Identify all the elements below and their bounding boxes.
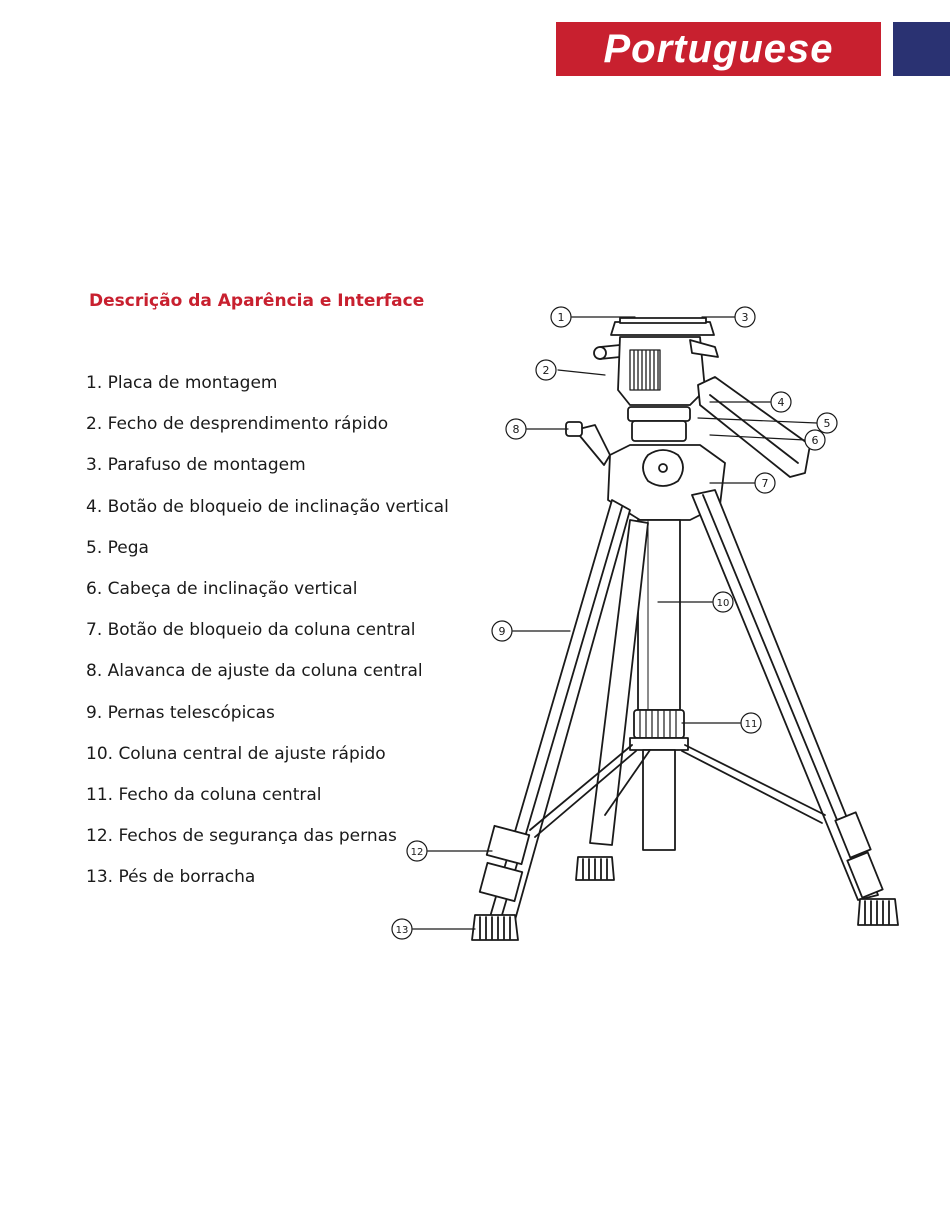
callout-label: 11 [745, 719, 758, 730]
part-item: 10. Coluna central de ajuste rápido [86, 743, 386, 764]
tripod-diagram: 1 2 3 4 5 6 7 8 [391, 306, 899, 941]
callout-1: 1 [550, 306, 572, 328]
callout-label: 3 [742, 311, 749, 324]
part-item: 7. Botão de bloqueio da coluna central [86, 620, 416, 641]
callout-label: 4 [778, 396, 785, 409]
section-title: Descrição da Aparência e Interface [89, 291, 425, 311]
part-item: 6. Cabeça de inclinação vertical [86, 578, 358, 599]
parts-list: 1. Placa de montagem 2. Fecho de despren… [86, 371, 449, 906]
part-item: 3. Parafuso de montagem [86, 455, 306, 476]
part-item: 9. Pernas telescópicas [86, 702, 275, 723]
callout-label: 6 [812, 434, 819, 447]
part-item: 11. Fecho da coluna central [86, 784, 322, 805]
callout-9: 9 [491, 620, 513, 642]
callout-12: 12 [406, 840, 428, 862]
callout-8: 8 [505, 418, 527, 440]
language-badge: Portuguese [556, 22, 881, 76]
callout-label: 2 [543, 364, 550, 377]
callout-label: 1 [558, 311, 565, 324]
part-item: 5. Pega [86, 537, 149, 558]
callout-11: 11 [740, 712, 762, 734]
callout-10: 10 [712, 591, 734, 613]
callout-label: 10 [717, 598, 730, 609]
part-item: 1. Placa de montagem [86, 373, 278, 393]
callout-3: 3 [734, 306, 756, 328]
part-item: 2. Fecho de desprendimento rápido [86, 414, 389, 435]
part-item: 13. Pés de borracha [86, 867, 256, 888]
callout-label: 9 [499, 625, 506, 638]
callout-label: 13 [396, 925, 409, 936]
callout-label: 7 [762, 477, 769, 490]
callout-lines [412, 316, 818, 930]
part-item: 12. Fechos de segurança das pernas [86, 826, 397, 847]
callouts: 1 2 3 4 5 6 7 8 [391, 306, 838, 940]
callout-5: 5 [816, 412, 838, 434]
callout-2: 2 [535, 359, 557, 381]
callout-label: 12 [411, 847, 424, 858]
callout-4: 4 [770, 391, 792, 413]
callout-label: 8 [513, 423, 520, 436]
callout-6: 6 [804, 429, 826, 451]
tripod-illustration [471, 317, 899, 941]
part-item: 8. Alavanca de ajuste da coluna central [86, 661, 423, 682]
language-label: Portuguese [603, 27, 834, 71]
callout-7: 7 [754, 472, 776, 494]
callout-label: 5 [824, 417, 831, 430]
header-accent-block [893, 22, 950, 76]
callout-13: 13 [391, 918, 413, 940]
part-item: 4. Botão de bloqueio de inclinação verti… [86, 496, 449, 517]
